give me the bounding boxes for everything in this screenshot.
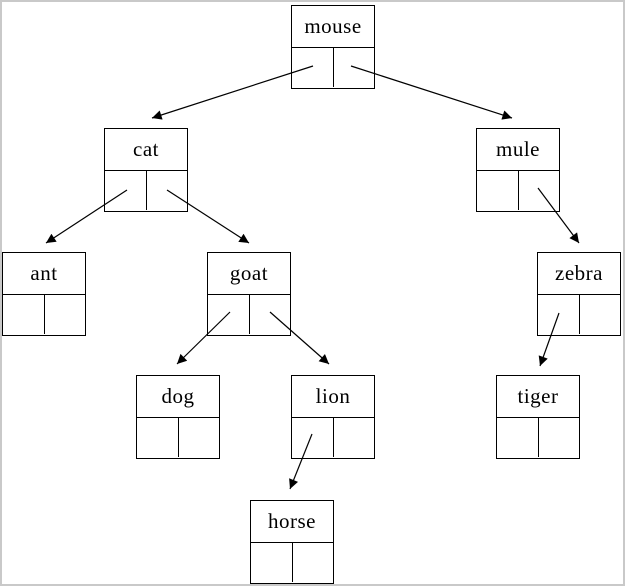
left-pointer-cell [208, 295, 250, 334]
right-pointer-cell [45, 295, 86, 334]
pointer-cells [538, 295, 620, 334]
right-pointer-cell [519, 171, 560, 210]
node-label: ant [3, 253, 85, 295]
tree-node-tiger: tiger [496, 375, 580, 459]
tree-node-horse: horse [250, 500, 334, 584]
left-pointer-cell [497, 418, 539, 457]
right-pointer-cell [179, 418, 220, 457]
node-label: horse [251, 501, 333, 543]
left-pointer-cell [137, 418, 179, 457]
tree-node-mouse: mouse [291, 5, 375, 89]
node-label: cat [105, 129, 187, 171]
pointer-cells [208, 295, 290, 334]
left-pointer-cell [477, 171, 519, 210]
right-pointer-cell [334, 418, 375, 457]
right-pointer-cell [539, 418, 580, 457]
tree-node-cat: cat [104, 128, 188, 212]
right-pointer-cell [250, 295, 291, 334]
node-label: dog [137, 376, 219, 418]
left-pointer-cell [3, 295, 45, 334]
pointer-cells [251, 543, 333, 582]
node-label: mouse [292, 6, 374, 48]
pointer-cells [477, 171, 559, 210]
left-pointer-cell [292, 48, 334, 87]
pointer-cells [497, 418, 579, 457]
pointer-cells [105, 171, 187, 210]
left-pointer-cell [251, 543, 293, 582]
edge-mouse-cat [151, 65, 314, 120]
pointer-cells [292, 418, 374, 457]
tree-node-ant: ant [2, 252, 86, 336]
left-pointer-cell [105, 171, 147, 210]
tree-node-mule: mule [476, 128, 560, 212]
node-label: goat [208, 253, 290, 295]
right-pointer-cell [334, 48, 375, 87]
node-label: zebra [538, 253, 620, 295]
tree-node-zebra: zebra [537, 252, 621, 336]
tree-node-goat: goat [207, 252, 291, 336]
tree-node-lion: lion [291, 375, 375, 459]
pointer-cells [3, 295, 85, 334]
right-pointer-cell [293, 543, 334, 582]
left-pointer-cell [538, 295, 580, 334]
node-label: lion [292, 376, 374, 418]
pointer-cells [137, 418, 219, 457]
pointer-cells [292, 48, 374, 87]
node-label: tiger [497, 376, 579, 418]
node-label: mule [477, 129, 559, 171]
tree-node-dog: dog [136, 375, 220, 459]
edge-mouse-mule [350, 65, 513, 120]
right-pointer-cell [147, 171, 188, 210]
left-pointer-cell [292, 418, 334, 457]
right-pointer-cell [580, 295, 621, 334]
